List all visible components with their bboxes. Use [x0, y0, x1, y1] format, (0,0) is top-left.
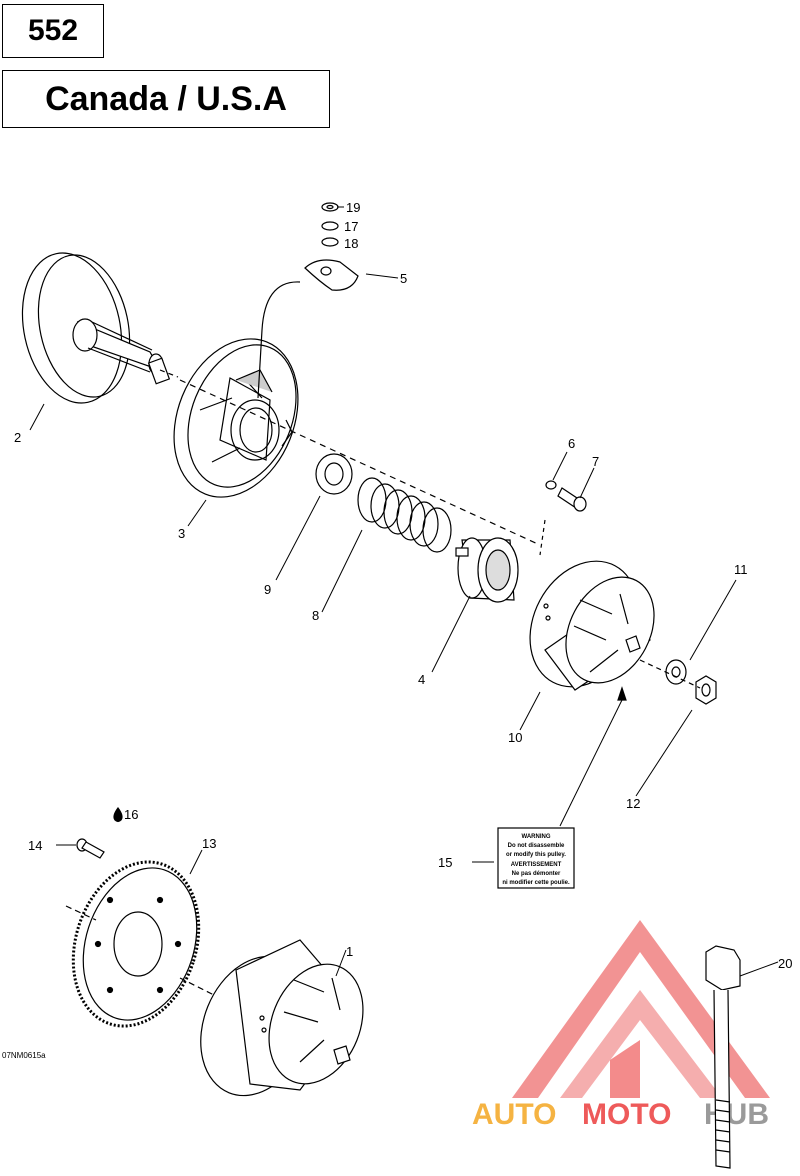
- callout-2: 2: [14, 430, 21, 445]
- label-line-5: Ne pas démonter: [512, 871, 561, 877]
- watermark-text: AUTO MOTO HUB: [472, 1098, 769, 1131]
- callout-18: 18: [344, 236, 358, 251]
- callout-11: 11: [734, 562, 748, 577]
- callout-13: 13: [202, 836, 216, 851]
- callout-15: 15: [438, 855, 452, 870]
- part-8-spring: [357, 477, 452, 553]
- part-6-washer: [545, 480, 557, 490]
- callout-4: 4: [418, 672, 425, 687]
- callout-numbers: 1 2 3 4 5 6 7 8 9 10 11 12 13 14 15 16 1…: [2, 200, 792, 1060]
- watermark-auto: AUTO: [472, 1098, 556, 1131]
- part-2-fixed-sheave: [21, 252, 179, 404]
- part-14-screw: [76, 838, 105, 859]
- callout-6: 6: [568, 436, 575, 451]
- part-7-screw: [557, 487, 587, 512]
- callout-12: 12: [626, 796, 640, 811]
- part-15-warning-label: WARNING Do not disassemble or modify thi…: [497, 827, 575, 889]
- callout-9: 9: [264, 582, 271, 597]
- part-5-slider-cap: [257, 259, 359, 399]
- callout-20: 20: [778, 956, 792, 971]
- label-line-4: AVERTISSEMENT: [511, 862, 562, 868]
- callout-10: 10: [508, 730, 522, 745]
- callout-14: 14: [28, 838, 42, 853]
- callout-3: 3: [178, 526, 185, 541]
- part-19-washer: [321, 202, 339, 212]
- callout-8: 8: [312, 608, 319, 623]
- callout-1: 1: [346, 944, 353, 959]
- part-20-puller-bolt: [705, 945, 741, 1169]
- callout-19: 19: [346, 200, 360, 215]
- callout-5: 5: [400, 271, 407, 286]
- watermark-hub: HUB: [704, 1098, 769, 1131]
- model-number: 552: [27, 14, 79, 47]
- callout-17: 17: [344, 219, 358, 234]
- watermark-moto: MOTO: [582, 1098, 671, 1131]
- callout-16: 16: [124, 807, 138, 822]
- region-label: Canada / U.S.A: [45, 79, 287, 118]
- part-17-washer: [321, 221, 339, 231]
- watermark-logo: [512, 920, 770, 1098]
- label-line-6: ni modifier cette poulie.: [502, 880, 570, 886]
- label-line-1: WARNING: [522, 834, 551, 840]
- region-box: Canada / U.S.A: [2, 70, 330, 128]
- part-12-nut: [695, 675, 717, 705]
- part-4-sleeve: [455, 537, 519, 603]
- part-10-cover: [529, 560, 655, 701]
- part-13-ring-gear: [65, 860, 215, 1028]
- drawing-code: 07NM0615a: [2, 1051, 46, 1060]
- part-18-washer: [321, 237, 339, 247]
- part-9-washer: [315, 453, 353, 495]
- leader-lines: [29, 206, 779, 977]
- model-number-box: 552: [2, 4, 104, 58]
- part-1-drive-pulley: [200, 939, 364, 1097]
- callout-7: 7: [592, 454, 599, 469]
- label-line-3: or modify this pulley.: [506, 852, 566, 858]
- label-line-2: Do not disassemble: [508, 843, 565, 849]
- part-3-sliding-sheave: [173, 338, 299, 498]
- part-16-thread-locker-icon: [113, 806, 123, 823]
